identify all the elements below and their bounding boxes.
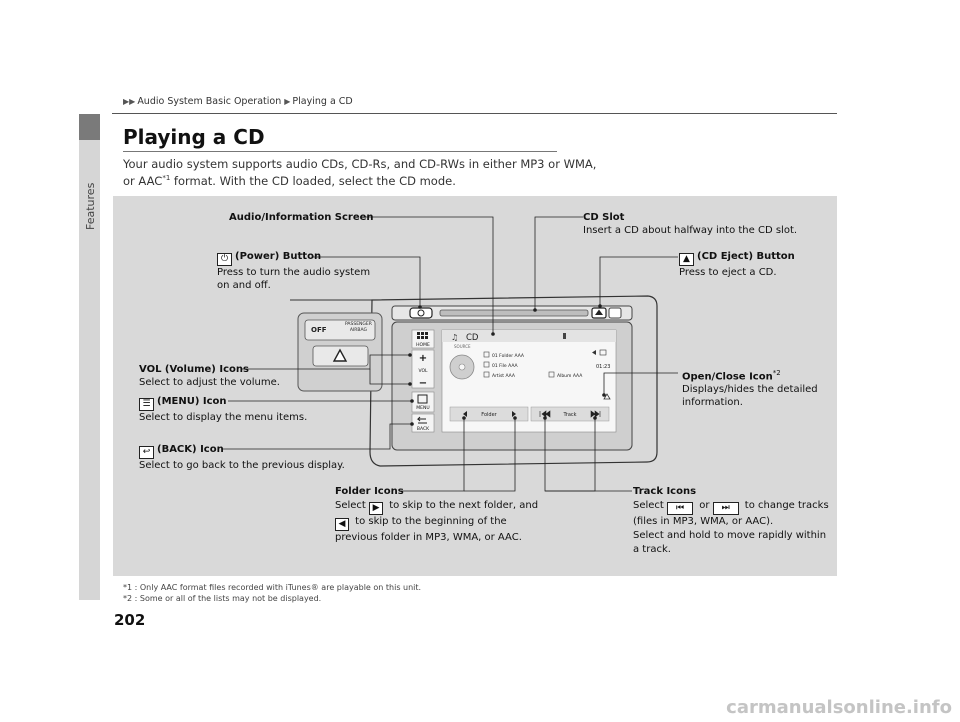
screen-header (442, 330, 616, 342)
callout-eject-button: ▲(CD Eject) Button Press to eject a CD. (679, 251, 795, 278)
breadcrumb-item-cd[interactable]: Playing a CD (292, 96, 353, 107)
footnote-2: *2 : Some or all of the lists may not be… (123, 594, 322, 603)
back-label: BACK (417, 426, 430, 432)
cd-slot[interactable] (439, 309, 589, 317)
power-icon: ⏻ (217, 253, 232, 266)
source-cd-label: CD (466, 333, 479, 343)
callout-vol-icons: VOL (Volume) Icons Select to adjust the … (139, 364, 280, 388)
home-label: HOME (416, 342, 430, 348)
watermark: carmanualsonline.info (726, 697, 952, 718)
slot-side-button[interactable] (608, 307, 622, 319)
track-next-icon: ⏭ (712, 502, 739, 515)
vol-icons[interactable] (411, 349, 435, 389)
file-icon (483, 361, 490, 368)
vol-label: VOL (418, 368, 428, 374)
eject-icon: ▲ (679, 253, 694, 266)
artist-icon (483, 371, 490, 378)
callout-open-close-icon: Open/Close Icon*2 Displays/hides the det… (682, 369, 818, 409)
power-icon (417, 309, 425, 317)
airbag-label: PASSENGER AIRBAG (345, 322, 372, 333)
back-icon (416, 416, 427, 424)
artist-name: Artist AAA (492, 373, 516, 379)
list-icon (599, 349, 607, 356)
music-note-icon: ♫ (451, 333, 458, 342)
hazard-icon (332, 348, 348, 362)
vol-down-icon[interactable]: − (419, 378, 427, 389)
eject-icon (595, 309, 603, 315)
folder-next-icon: ▶ (369, 502, 384, 515)
callout-folder-icons: Folder Icons Select ▶ to skip to the nex… (335, 486, 539, 543)
breadcrumb: ▶▶Audio System Basic Operation ▶Playing … (123, 96, 353, 107)
repeat-icon (592, 350, 596, 355)
footnote-ref-1[interactable]: *1 (162, 174, 171, 183)
callout-back-icon: ↩(BACK) Icon Select to go back to the pr… (139, 444, 345, 471)
callout-power-button: ⏻(Power) Button Press to turn the audio … (217, 251, 371, 291)
airbag-off-label: OFF (311, 326, 327, 334)
folder-icon (483, 351, 490, 358)
dashboard-outline (369, 295, 658, 467)
sidebar-bar (79, 130, 100, 600)
leader-lines (222, 216, 678, 492)
folder-name: 01 Folder AAA (492, 353, 525, 359)
footnote-ref-2[interactable]: *2 (772, 369, 781, 377)
vol-up-icon[interactable]: + (419, 353, 427, 364)
callout-cd-slot: CD Slot Insert a CD about halfway into t… (583, 212, 798, 236)
album-icon (548, 371, 555, 378)
track-next-icon[interactable] (590, 410, 601, 418)
track-buttons (530, 406, 610, 422)
folder-buttons (449, 406, 529, 422)
track-previous-icon: ⏮ (667, 502, 694, 515)
track-previous-icon[interactable] (539, 410, 551, 418)
body-line-2: or AAC*1 format. With the CD loaded, sel… (123, 174, 456, 188)
callout-menu-icon: ☰(MENU) Icon Select to display the menu … (139, 396, 308, 423)
sidebar-tab (79, 114, 100, 140)
track-button-label: Track (562, 412, 576, 418)
page-title: Playing a CD (123, 125, 265, 149)
open-close-icon[interactable] (603, 393, 611, 400)
title-rule (123, 151, 557, 152)
signal-icon (563, 333, 566, 339)
footnote-1: *1 : Only AAC format files recorded with… (123, 583, 422, 592)
home-icon (417, 332, 428, 339)
breadcrumb-arrow-icon: ▶▶ (123, 97, 136, 106)
menu-icon: ☰ (139, 398, 154, 411)
album-name: Album AAA (557, 373, 583, 379)
folder-button-label: Folder (481, 412, 497, 418)
back-icon: ↩ (139, 446, 154, 459)
menu-icon (417, 394, 428, 404)
body-line-1: Your audio system supports audio CDs, CD… (123, 157, 597, 171)
leader-dots (408, 304, 606, 426)
callout-audio-screen: Audio/Information Screen (229, 212, 374, 223)
airbag-indicator (304, 319, 376, 341)
breadcrumb-item-audio[interactable]: Audio System Basic Operation (137, 96, 282, 107)
folder-next-icon[interactable] (512, 411, 516, 417)
breadcrumb-arrow-icon: ▶ (284, 97, 291, 106)
file-name: 01 File AAA (492, 363, 519, 369)
track-time: 01:23 (596, 364, 610, 370)
source-label[interactable]: SOURCE (454, 344, 471, 349)
header-rule (112, 113, 837, 114)
page-number: 202 (114, 611, 146, 629)
folder-previous-icon: ◀ (335, 518, 349, 531)
folder-previous-icon[interactable] (463, 411, 467, 417)
menu-label: MENU (416, 405, 429, 411)
callout-track-icons: Track Icons Select ⏮ or ⏭ to change trac… (633, 486, 829, 555)
